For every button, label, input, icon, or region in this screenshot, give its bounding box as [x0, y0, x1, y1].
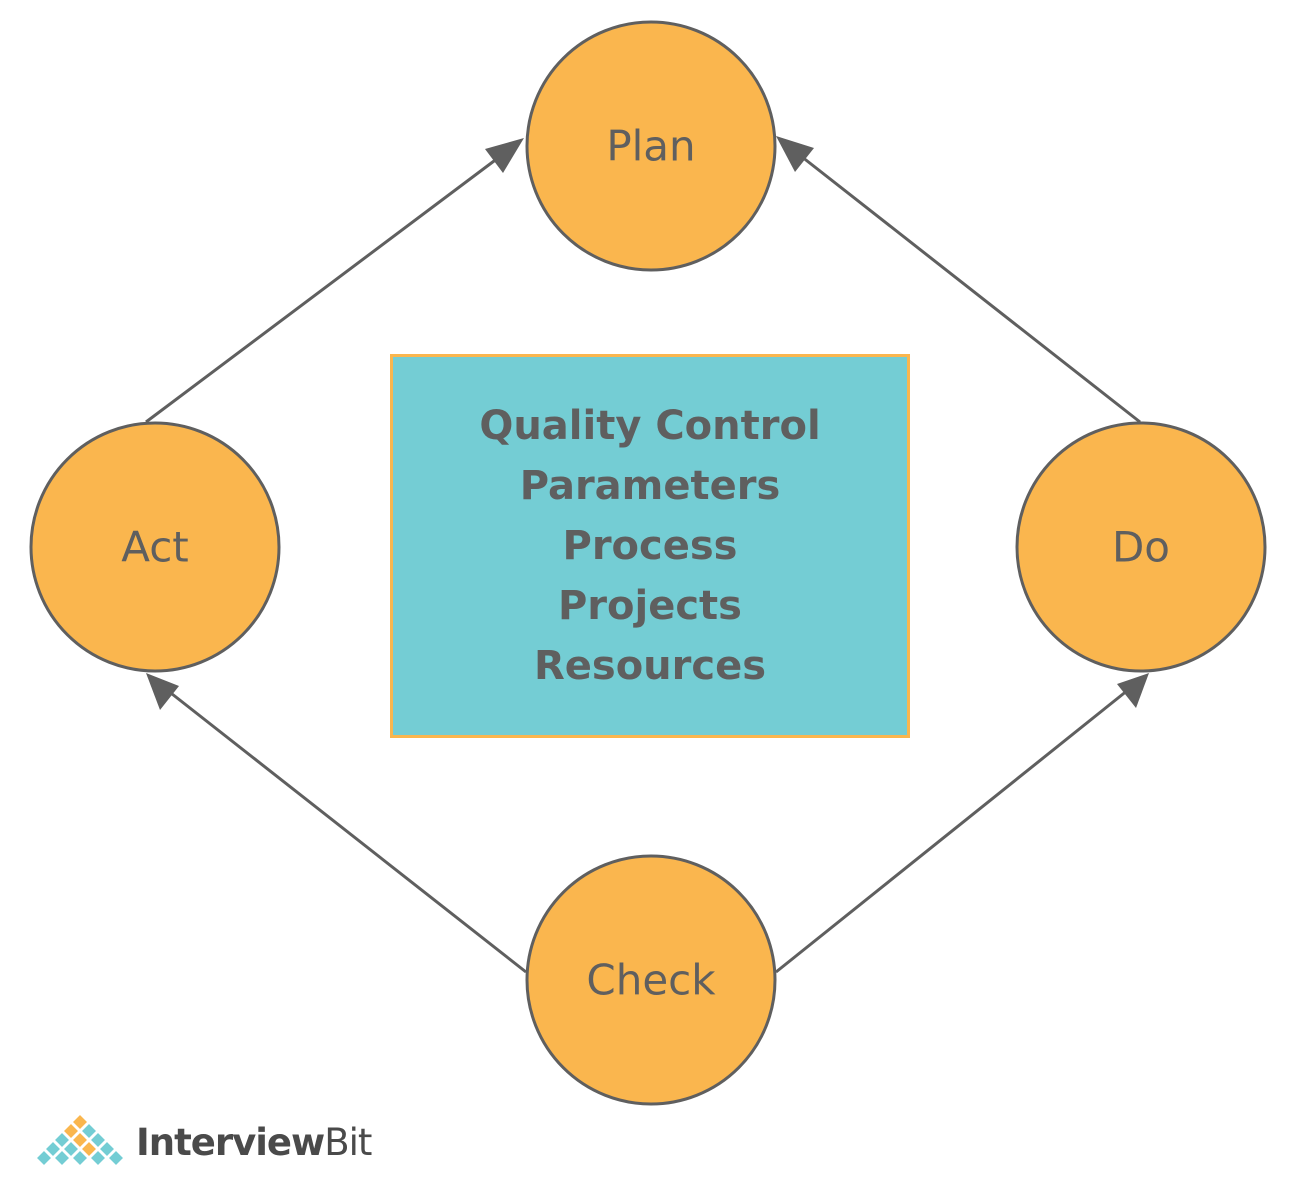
- edge-do-to-plan: [776, 136, 1141, 424]
- node-act-label: Act: [121, 523, 189, 572]
- node-plan-label: Plan: [606, 122, 695, 171]
- edge-act-to-plan: [145, 138, 524, 424]
- interviewbit-logo: InterviewBit: [32, 1112, 372, 1172]
- center-line-quality-control: Quality Control: [479, 403, 821, 449]
- node-check: Check: [525, 854, 777, 1106]
- interviewbit-diamond-logo-icon: [34, 1112, 126, 1168]
- center-line-parameters: Parameters: [519, 463, 781, 509]
- center-box: Quality Control Parameters Process Proje…: [390, 354, 910, 738]
- node-act: Act: [29, 421, 281, 673]
- edge-check-to-do: [775, 673, 1149, 974]
- edge-check-to-act: [146, 673, 527, 974]
- node-do: Do: [1015, 421, 1267, 673]
- node-do-label: Do: [1112, 523, 1170, 572]
- center-line-resources: Resources: [533, 643, 767, 689]
- logo-text-bit: Bit: [324, 1120, 372, 1164]
- interviewbit-logo-text: InterviewBit: [136, 1120, 372, 1164]
- node-check-label: Check: [586, 956, 716, 1005]
- center-line-projects: Projects: [557, 583, 742, 629]
- node-plan: Plan: [525, 20, 777, 272]
- center-line-process: Process: [562, 523, 738, 569]
- logo-text-interview: Interview: [136, 1120, 325, 1164]
